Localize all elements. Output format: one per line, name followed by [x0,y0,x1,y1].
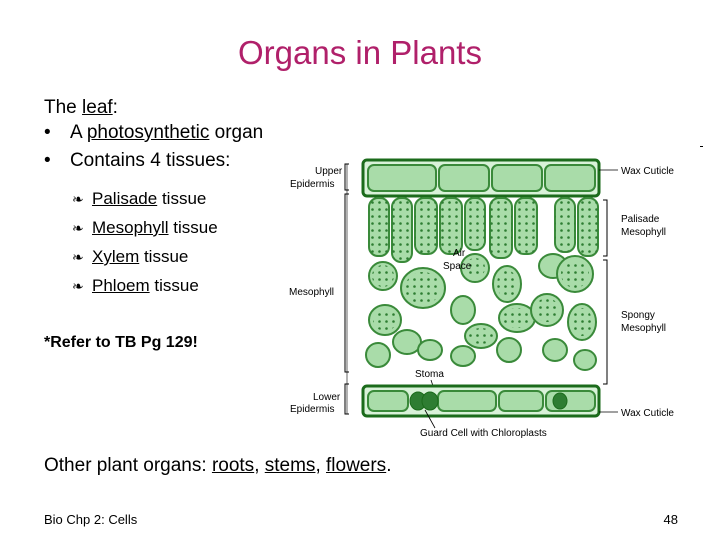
upper-epidermis [361,158,601,198]
bullet-item: • A photosynthetic organ [44,122,263,144]
tissue-name: Mesophyll [92,218,169,237]
textbook-note: *Refer to TB Pg 129! [44,334,198,351]
bullet-prefix: A [69,122,87,143]
spongy-chloroplasts [372,258,592,344]
label-spongy: Spongy [621,310,655,321]
tissue-item: ❧ Xylem tissue [72,246,188,268]
bullet-dot-icon: • [44,122,51,143]
intro-prefix: The [44,97,83,118]
label-mesophyll: Mesophyll [289,287,334,298]
label-air-space: Space [443,261,472,272]
spiral-bullet-icon: ❧ [72,249,84,265]
tissue-suffix: tissue [139,247,189,266]
bullet-item: • Contains 4 tissues: [44,150,230,172]
label-lower-epidermis: Epidermis [290,404,334,415]
footer-course: Bio Chp 2: Cells [44,512,138,527]
label-stoma: Stoma [415,369,444,380]
tissue-suffix: tissue [168,218,218,237]
label-spongy-mesophyll: Mesophyll [621,323,666,334]
organ-flowers: flowers [326,455,387,476]
intro-line: The leaf: [44,94,118,122]
tissue-item: ❧ Mesophyll tissue [72,217,218,239]
label-guard-cell: Guard Cell with Chloroplasts [420,428,547,439]
tissue-name: Palisade [92,189,158,208]
label-palisade-mesophyll: Mesophyll [621,227,666,238]
label-wax-cuticle-top: Wax Cuticle [621,166,674,177]
leaf-cross-section-diagram: Upper Epidermis Mesophyll Lower Epidermi… [289,158,674,439]
label-lower: Lower [313,392,341,403]
spiral-bullet-icon: ❧ [72,278,84,294]
label-upper-epidermis: Epidermis [290,179,334,190]
label-upper: Upper [315,166,343,177]
intro-keyword: leaf [82,97,113,118]
right-brackets [603,199,608,385]
separator: , [254,455,265,476]
slide-number: 48 [663,512,678,527]
tissue-suffix: tissue [157,189,207,208]
label-air: Air [453,248,466,259]
palisade-cells [368,197,599,263]
organ-stems: stems [264,455,316,476]
divider-mark [700,146,703,147]
tissue-suffix: tissue [149,276,199,295]
label-wax-cuticle-bottom: Wax Cuticle [621,408,674,419]
bullet-suffix: organ [209,122,264,143]
spiral-bullet-icon: ❧ [72,220,84,236]
bullet-dot-icon: • [44,150,51,171]
label-palisade: Palisade [621,214,660,225]
bullet-keyword: photosynthetic [86,122,210,143]
organ-roots: roots [211,455,255,476]
bullet-text: Contains 4 tissues: [69,150,231,171]
tissue-item: ❧ Phloem tissue [72,275,199,297]
guard-cell-pointer [424,409,436,429]
tissue-name: Phloem [92,276,150,295]
other-prefix: Other plant organs: [44,455,212,476]
tissue-name: Xylem [92,247,140,266]
separator: , [315,455,326,476]
spiral-bullet-icon: ❧ [72,191,84,207]
period: . [386,455,392,476]
tissue-item: ❧ Palisade tissue [72,188,206,210]
other-organs-line: Other plant organs: roots, stems, flower… [44,455,391,477]
intro-suffix: : [112,97,118,118]
page-title: Organs in Plants [238,34,482,71]
lower-epidermis [361,384,601,418]
